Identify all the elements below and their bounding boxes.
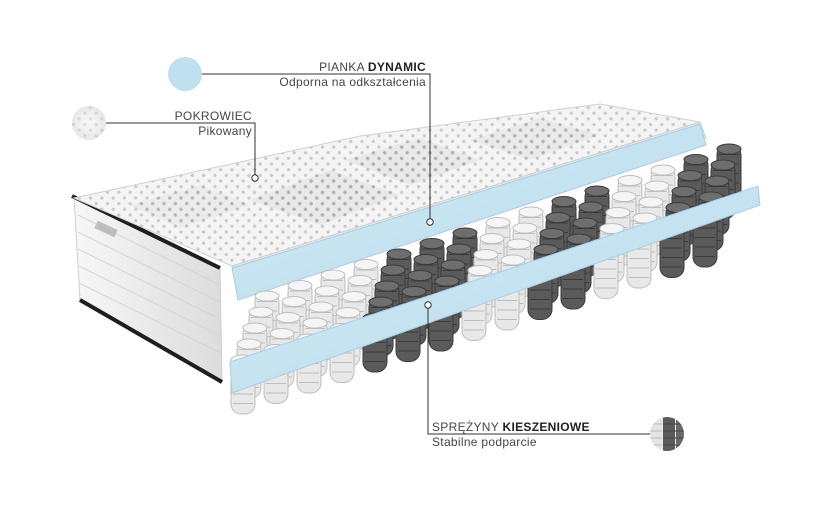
callout-lines <box>106 73 667 435</box>
foam-title: PIANKA DYNAMIC <box>319 60 426 74</box>
foam-swatch-icon <box>168 57 202 91</box>
cover-marker-dot <box>251 174 259 182</box>
base-foam-layer <box>229 185 761 394</box>
cover-title: POKROWIEC <box>174 109 252 123</box>
cover-subtitle: Pikowany <box>198 124 252 138</box>
spring-swatch-icon <box>650 417 684 451</box>
cover-side-panel <box>71 194 224 384</box>
springs-marker-dot <box>424 301 432 309</box>
springs-title: SPRĘŻYNY KIESZENIOWE <box>432 420 590 434</box>
dynamic-foam-layer <box>231 123 707 301</box>
foam-label: PIANKA DYNAMIC Odporna na odkształcenia <box>250 60 426 90</box>
cover-swatch-icon <box>72 106 106 140</box>
springs-subtitle: Stabilne podparcie <box>432 435 537 449</box>
foam-subtitle: Odporna na odkształcenia <box>279 75 426 89</box>
springs-label: SPRĘŻYNY KIESZENIOWE Stabilne podparcie <box>432 420 632 450</box>
quilted-cover-top <box>72 103 701 267</box>
foam-marker-dot <box>426 218 434 226</box>
cover-label: POKROWIEC Pikowany <box>130 109 252 139</box>
